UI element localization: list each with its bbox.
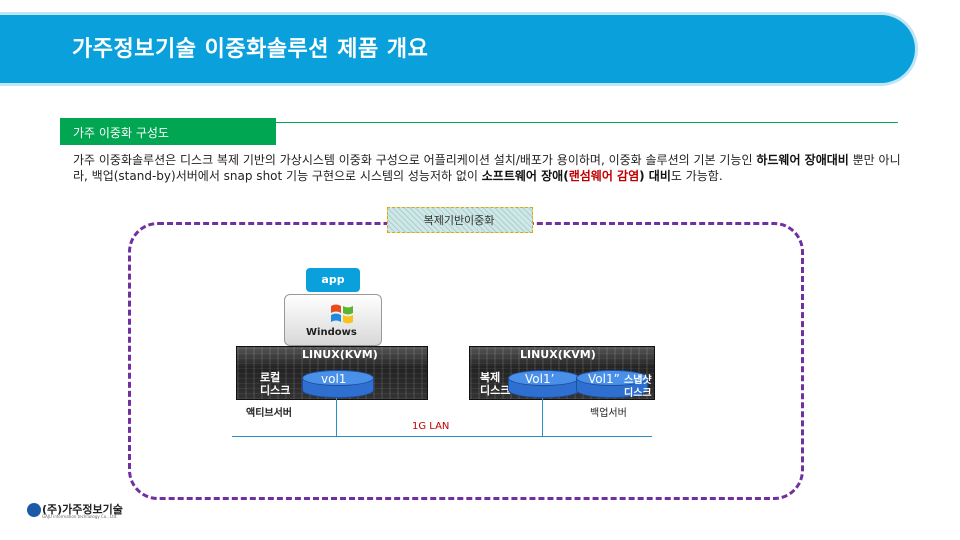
active-server-os: LINUX(KVM) (302, 348, 378, 361)
active-volume-cylinder (302, 370, 374, 398)
para-text-3: 도 가능함. (670, 169, 723, 183)
para-red: 랜섬웨어 감염 (568, 169, 640, 183)
para-text-2: 뿐만 아니라, 백업(stand-by)서버에서 snap shot 기능 구현… (73, 153, 901, 183)
backup-disk-line-1: 복제 (480, 371, 501, 384)
active-disk-line-1: 로컬 (260, 371, 281, 384)
lan-line (232, 436, 652, 437)
active-server-caption: 액티브서버 (246, 408, 292, 419)
section-header-label: 가주 이중화 구성도 (73, 126, 169, 140)
para-text-1: 가주 이중화솔루션은 디스크 복제 기반의 가상시스템 이중화 구성으로 어플리… (73, 153, 757, 167)
snapshot-line-1: 스냅샷 (624, 375, 652, 386)
title-bar (0, 15, 915, 83)
backup-volume-1-label: Vol1’ (525, 372, 555, 386)
section-divider (276, 122, 898, 123)
backup-volume-2-label: Vol1” (588, 372, 620, 386)
windows-label: Windows (306, 327, 357, 338)
diagram-frame (128, 222, 804, 500)
app-label: app (321, 273, 345, 286)
lan-connector-active (336, 398, 337, 436)
para-bold-1: 하드웨어 장애대비 (756, 153, 849, 167)
windows-logo-icon (331, 304, 353, 324)
replication-label-box (387, 207, 533, 233)
backup-disk-line-2: 디스크 (480, 384, 511, 397)
company-logo-icon (27, 503, 41, 517)
lan-label: 1G LAN (412, 421, 450, 432)
lan-connector-backup (542, 398, 543, 436)
section-header-bar (60, 118, 276, 145)
replication-label: 복제기반이중화 (423, 214, 495, 227)
para-bold-2: 소프트웨어 장애( (481, 169, 569, 183)
active-volume-label: vol1 (321, 372, 347, 386)
company-logo-text: (주)가주정보기술 (42, 503, 123, 516)
active-disk-line-2: 디스크 (260, 384, 291, 397)
app-box (306, 268, 360, 292)
backup-server-caption: 백업서버 (590, 408, 627, 419)
backup-volume-cylinder-1 (508, 370, 580, 398)
backup-volume-cylinder-2 (576, 370, 648, 398)
company-logo-subtext: GAJU information technology Co., Ltd. (42, 514, 118, 519)
backup-server-os: LINUX(KVM) (520, 348, 596, 361)
page-title: 가주정보기술 이중화솔루션 제품 개요 (72, 37, 429, 62)
description-paragraph: 가주 이중화솔루션은 디스크 복제 기반의 가상시스템 이중화 구성으로 어플리… (73, 152, 903, 184)
snapshot-line-2: 디스크 (624, 388, 652, 399)
para-bold-3: ) 대비 (639, 169, 671, 183)
